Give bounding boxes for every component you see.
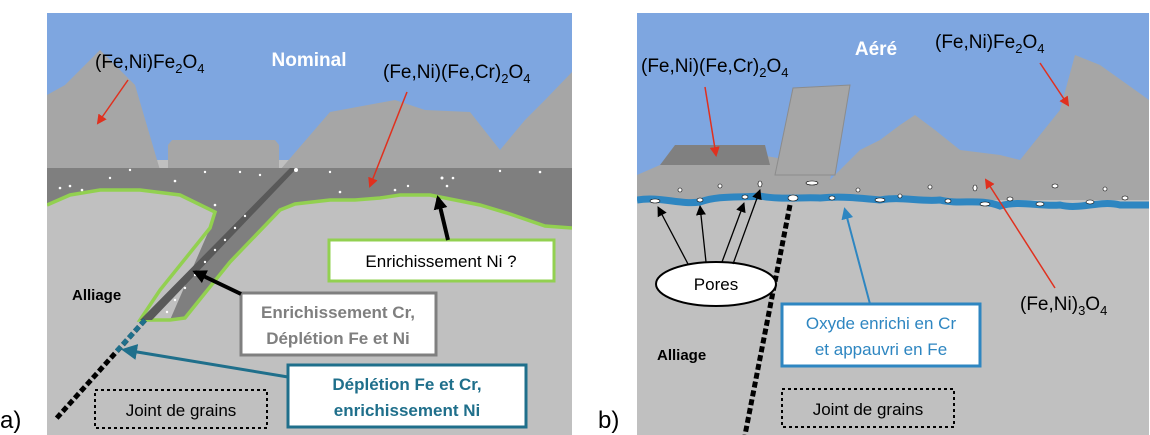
pores-arrow-4 [732,189,762,265]
grain-text-a: Joint de grains [126,401,237,420]
arrow-spinel-b [704,86,720,157]
arrow-outer-b [1039,62,1070,107]
oxide-box-b [780,302,982,368]
formula-magnetite-b: (Fe,Ni)3O4 [1020,294,1107,318]
oxide-box-line1-b: Oxyde enrichi en Cr [806,314,957,333]
panel-b-label: b) [598,407,619,434]
arrow-outer-a [96,79,129,125]
arrow-oxide-b [841,207,871,305]
grain-boundary-oxide-a [140,168,297,320]
pores-ellipse-b [655,261,777,307]
grain-text-b: Joint de grains [813,400,924,419]
box-ni-text-a: Enrichissement Ni ? [365,252,516,271]
grain-boundary-teal-a [113,318,147,355]
box-cr-a [239,291,438,357]
box-depletion-line2-a: enrichissement Ni [334,401,480,420]
inner-oxide-a [47,168,572,320]
box-depletion-line1-a: Déplétion Fe et Cr, [332,375,481,394]
green-boundary-a [47,188,572,322]
pores-text-b: Pores [694,275,738,294]
oxide-box-line2-b: et appauvri en Fe [815,340,947,359]
formula-spinel-a: (Fe,Ni)(Fe,Cr)2O4 [383,62,530,86]
formula-outer-a: (Fe,Ni)Fe2O4 [95,52,204,76]
alloy-label-a: Alliage [72,287,121,304]
box-depletion-a [286,363,528,429]
arrow-ni-a [433,195,450,241]
panel-b-title: Aéré [855,39,897,60]
alloy-label-b: Alliage [657,347,706,364]
arrow-magnetite-b [984,178,1056,289]
arrow-spinel-a [368,91,408,188]
grain-box-b [781,388,955,428]
box-cr-line1-a: Enrichissement Cr, [261,303,415,322]
pores-dots-b [649,180,1129,207]
grain-boundary-line-b [742,204,793,435]
pores-arrow-1 [657,206,689,265]
oxide-block-a [168,140,279,170]
outer-oxide-crystal-right-a [280,72,572,170]
box-ni-a [327,238,556,283]
arrow-cr-a [192,270,242,296]
box-cr-line2-a: Déplétion Fe et Ni [266,329,410,348]
oxide-block-tall-b [774,84,851,176]
formula-spinel-b: (Fe,Ni)(Fe,Cr)2O4 [641,56,788,80]
pores-arrow-3 [721,202,746,263]
panel-a-title: Nominal [272,50,347,71]
outer-oxide-crystals-a [47,50,160,170]
panel-a-label: a) [0,407,21,434]
pores-arrow-2 [695,205,707,263]
formula-outer-b: (Fe,Ni)Fe2O4 [935,32,1044,56]
arrow-depletion-a [121,344,289,379]
grain-box-a [94,389,268,429]
